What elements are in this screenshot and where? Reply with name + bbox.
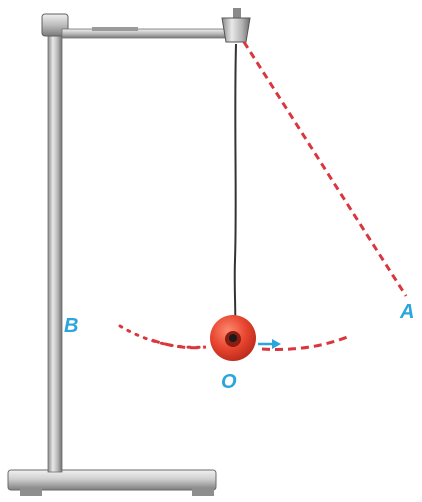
swing-arc-left	[118, 324, 208, 349]
stand-base	[7, 469, 217, 496]
stand-rod	[47, 29, 63, 473]
motion-arrow-icon	[258, 339, 281, 349]
rod-top-clamp	[41, 13, 69, 37]
pendulum-bob	[210, 315, 256, 361]
pendulum-string	[233, 43, 237, 326]
stand-arm	[61, 27, 229, 39]
swing-arc-left-dashes	[151, 338, 207, 350]
label-a: A	[400, 301, 415, 323]
swing-arc-right	[261, 334, 351, 351]
label-b: B	[64, 315, 79, 337]
pivot-clamp	[221, 8, 251, 43]
label-o: O	[221, 371, 237, 393]
dashed-string-to-a	[242, 41, 408, 297]
